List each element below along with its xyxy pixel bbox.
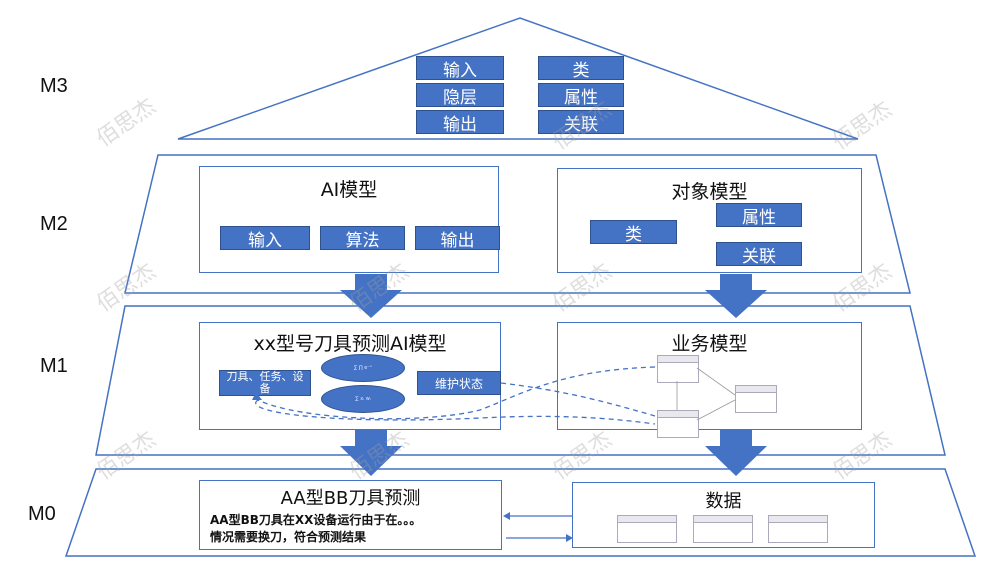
level-label-m1: M1 (40, 355, 68, 377)
m3-hidden-layer-box: 隐层 (416, 83, 504, 108)
m3-pyramid-top (177, 17, 859, 140)
uml-mini-class-1 (657, 355, 699, 383)
prediction-line-1: AA型BB刀具在XX设备运行由于在。。。 (210, 513, 422, 527)
data-title: 数据 (705, 491, 742, 512)
object-model-association-box: 关联 (716, 242, 802, 267)
ai-model-input-box: 输入 (220, 226, 310, 251)
ai-model-algorithm-box: 算法 (320, 226, 405, 251)
m3-association-box: 关联 (538, 110, 624, 135)
business-model-title: 业务模型 (671, 333, 748, 355)
prediction-panel: AA型BB刀具预测 AA型BB刀具在XX设备运行由于在。。。 情况需要换刀，符合… (199, 480, 502, 550)
m3-output-box: 输出 (416, 110, 504, 135)
data-mini-table-2 (693, 515, 753, 543)
object-model-title: 对象模型 (671, 181, 748, 203)
arrow-down-right-m2 (705, 274, 767, 318)
formula-ellipse-bottom: ∑ xᵢ wᵢ (321, 385, 405, 413)
arrow-down-right-m1 (705, 430, 767, 476)
level-label-m3: M3 (40, 75, 68, 97)
arrow-down-left-m2 (340, 274, 402, 318)
level-label-m0: M0 (28, 503, 56, 525)
uml-mini-class-2 (657, 410, 699, 438)
level-label-m2: M2 (40, 213, 68, 235)
ai-model-output-box: 输出 (415, 226, 500, 251)
m3-input-box: 输入 (416, 56, 504, 81)
object-model-attribute-box: 属性 (716, 203, 802, 228)
formula-ellipse-top: ∑ ∏ e⁻ˣ (321, 354, 405, 382)
data-mini-table-1 (617, 515, 677, 543)
arrow-down-left-m1 (340, 430, 402, 476)
m3-class-box: 类 (538, 56, 624, 81)
arrowhead-left (503, 512, 510, 520)
ai-model-title: AI模型 (320, 179, 378, 201)
tool-model-input-box: 刀具、任务、设备 (219, 370, 311, 396)
object-model-panel: 对象模型 (557, 168, 862, 273)
m3-attribute-box: 属性 (538, 83, 624, 108)
data-mini-table-3 (768, 515, 828, 543)
arrowhead-right (566, 534, 573, 542)
uml-mini-class-3 (735, 385, 777, 413)
object-model-class-box: 类 (590, 220, 677, 245)
tool-model-output-box: 维护状态 (417, 371, 501, 395)
prediction-line-2: 情况需要换刀，符合预测结果 (210, 530, 367, 544)
ai-model-panel: AI模型 (199, 166, 499, 273)
tool-model-title: xx型号刀具预测AI模型 (253, 333, 447, 355)
business-model-panel: 业务模型 (557, 322, 862, 430)
prediction-title: AA型BB刀具预测 (280, 488, 421, 509)
